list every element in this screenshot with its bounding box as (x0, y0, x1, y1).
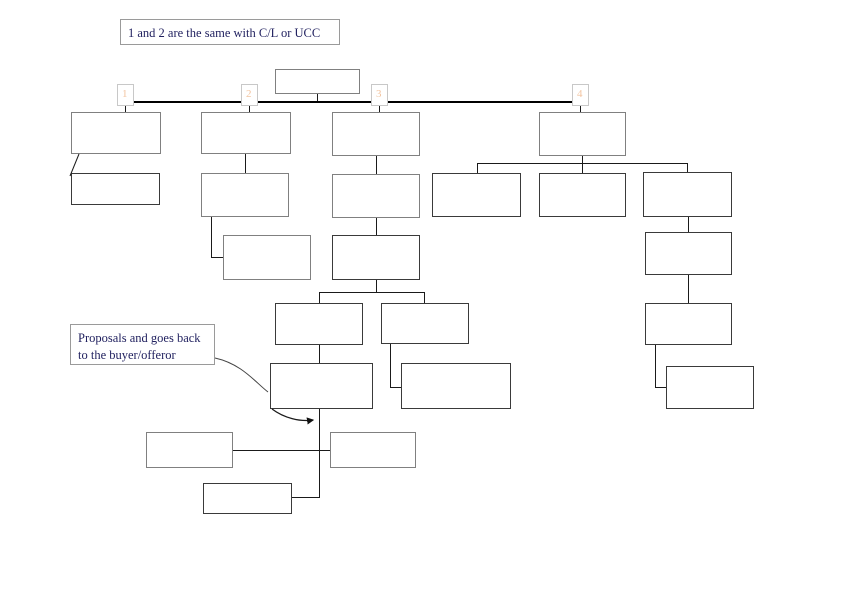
connector-c4-bar-to-c4-2c (687, 163, 688, 174)
node-root[interactable] (275, 69, 360, 94)
note-top-box: 1 and 2 are the same with C/L or UCC (120, 19, 340, 45)
marker-2-label: 2 (246, 88, 252, 100)
node-c3-3[interactable] (332, 235, 420, 280)
node-c3-4b[interactable] (381, 303, 469, 344)
node-c2-1[interactable] (201, 112, 291, 154)
connector-c3-4b-elbow-vertical (390, 344, 391, 388)
connector-c4-bar-to-c4-2b (582, 163, 583, 174)
connector-c4-3-to-c4-4 (688, 275, 689, 304)
connector-root-stem (317, 94, 318, 103)
node-bottom-right[interactable] (330, 432, 416, 468)
node-c3-2[interactable] (332, 174, 420, 218)
marker-3-label: 3 (376, 88, 382, 100)
connector-c3-4b-elbow-horizontal (390, 387, 402, 388)
connector-bus-to-c4 (580, 102, 581, 113)
connector-c3-split-bar (319, 292, 425, 293)
note-proposals-line1: Proposals and goes back (78, 331, 201, 345)
note-proposals-box: Proposals and goes back to the buyer/off… (70, 324, 215, 365)
connector-c4-2c-to-c4-3 (688, 217, 689, 233)
node-c4-3[interactable] (645, 232, 732, 275)
connector-note-curve (214, 357, 269, 393)
connector-c3-1-to-c3-2 (376, 156, 377, 175)
connector-bus-to-c1 (125, 102, 126, 113)
connector-bus-to-c2 (249, 102, 250, 113)
marker-1-label: 1 (122, 88, 128, 100)
node-c4-2b[interactable] (539, 173, 626, 217)
node-c3-1[interactable] (332, 112, 420, 156)
marker-4: 4 (572, 84, 589, 106)
node-c2-3[interactable] (223, 235, 311, 280)
node-c3-5b[interactable] (401, 363, 511, 409)
connector-split-to-c3-4a (319, 292, 320, 304)
node-c3-5a[interactable] (270, 363, 373, 409)
connector-c3-4a-to-c3-5a (319, 345, 320, 364)
connector-bus-to-c3 (379, 102, 380, 113)
connector-curved-arrow (271, 408, 315, 425)
marker-1: 1 (117, 84, 134, 106)
node-c4-5[interactable] (666, 366, 754, 409)
node-bottom-center[interactable] (203, 483, 292, 514)
node-c1-2[interactable] (71, 173, 160, 205)
connector-spine-to-right-box (319, 450, 331, 451)
connector-c2-2-elbow-vertical (211, 217, 212, 258)
connector-c4-bar-to-c4-2a (477, 163, 478, 174)
connector-c2-1-to-c2-2 (245, 154, 246, 174)
marker-2: 2 (241, 84, 258, 106)
connector-c4-4-elbow-vertical (655, 345, 656, 388)
node-c2-2[interactable] (201, 173, 289, 217)
node-c4-2a[interactable] (432, 173, 521, 217)
node-c4-4[interactable] (645, 303, 732, 345)
node-bottom-left[interactable] (146, 432, 233, 468)
marker-4-label: 4 (577, 88, 583, 100)
connector-c2-2-elbow-horizontal (211, 257, 224, 258)
connector-split-to-c3-4b (424, 292, 425, 304)
connector-spine-to-bottom-box (292, 497, 320, 498)
node-c1-1[interactable] (71, 112, 161, 154)
connector-c3-3-stem (376, 280, 377, 293)
node-c4-1[interactable] (539, 112, 626, 156)
connector-bottom-spine (319, 409, 320, 498)
connector-c4-1-stem (582, 156, 583, 164)
connector-c3-2-to-c3-3 (376, 218, 377, 236)
note-proposals-line2: to the buyer/offeror (78, 347, 176, 362)
connector-main-bus (117, 101, 581, 103)
marker-3: 3 (371, 84, 388, 106)
node-c4-2c[interactable] (643, 172, 732, 217)
connector-c4-4-elbow-horizontal (655, 387, 667, 388)
node-c3-4a[interactable] (275, 303, 363, 345)
note-top-text: 1 and 2 are the same with C/L or UCC (128, 26, 321, 40)
connector-spine-to-left-box (233, 450, 319, 451)
